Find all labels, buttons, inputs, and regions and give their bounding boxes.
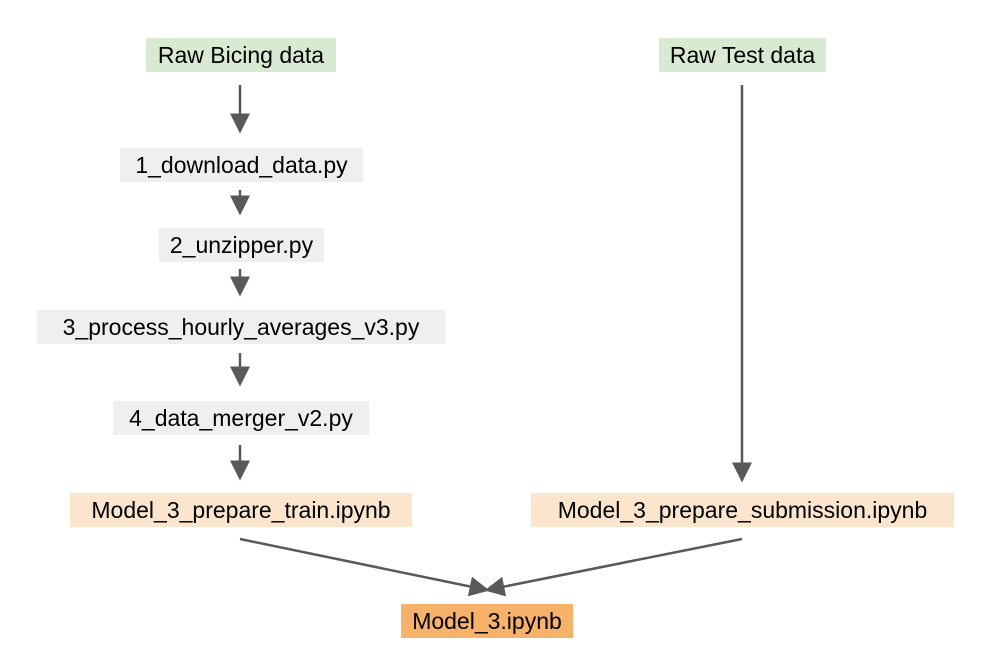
arrow-train-to-model — [239, 537, 490, 597]
unzipper-script-node: 2_unzipper.py — [159, 228, 324, 262]
prepare-train-notebook-node: Model_3_prepare_train.ipynb — [70, 493, 412, 527]
model-notebook-node: Model_3.ipynb — [401, 604, 573, 638]
raw-bicing-data-node: Raw Bicing data — [146, 38, 336, 72]
arrow-submission-to-model — [484, 537, 743, 597]
download-data-script-node: 1_download_data.py — [120, 148, 363, 182]
data-merger-script-node: 4_data_merger_v2.py — [113, 401, 369, 435]
prepare-submission-notebook-node: Model_3_prepare_submission.ipynb — [531, 493, 954, 527]
process-hourly-averages-script-node: 3_process_hourly_averages_v3.py — [37, 310, 445, 344]
raw-test-data-node: Raw Test data — [659, 38, 826, 72]
